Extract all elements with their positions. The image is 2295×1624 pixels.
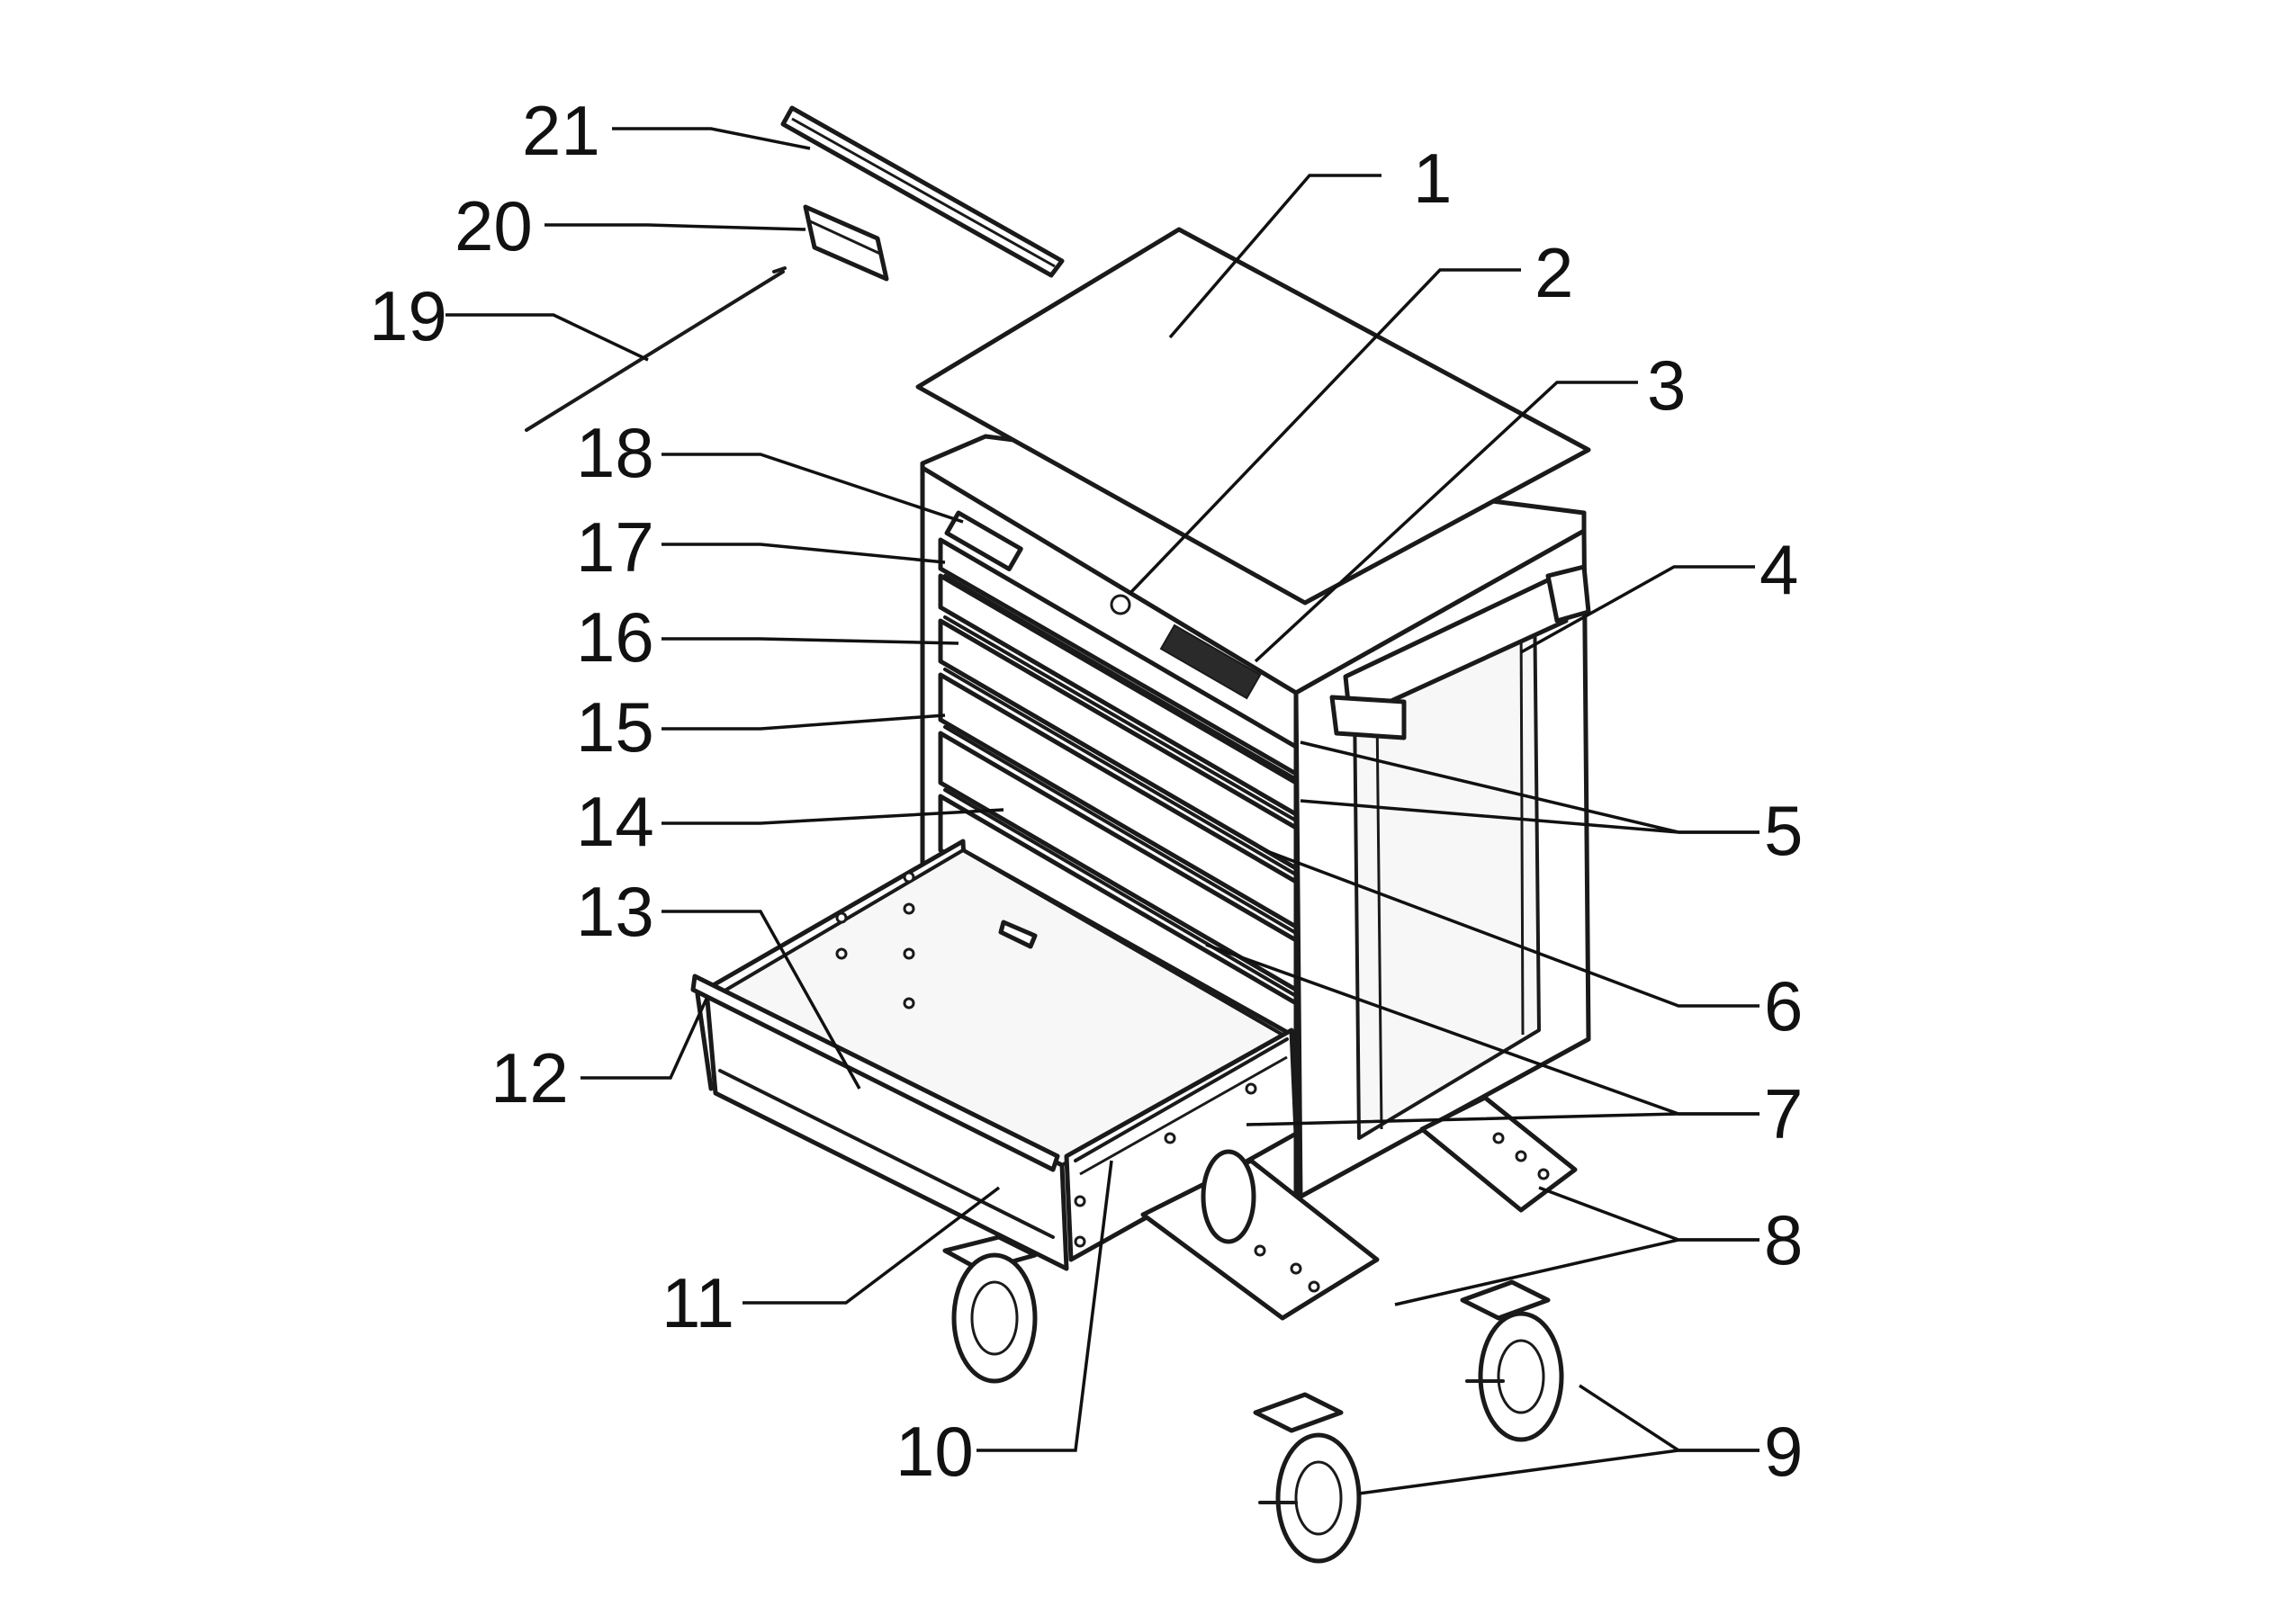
part-21-rail [780,105,1065,278]
part-4-side-handle [1329,564,1591,740]
callout-15: 15 [576,687,654,767]
open-drawer [690,839,1299,1271]
part-9-caster-left [1253,1392,1362,1564]
callout-12: 12 [490,1038,569,1117]
part-20-bracket [803,204,889,282]
callout-20: 20 [454,186,533,265]
callout-10: 10 [896,1412,974,1491]
callout-13: 13 [576,872,654,951]
part-8-base-plates [1140,1095,1578,1321]
caster-front-left [942,1234,1038,1384]
callout-21: 21 [522,91,600,170]
callout-9: 9 [1764,1412,1803,1491]
part-9-caster-right [1460,1279,1564,1442]
callout-19: 19 [369,276,447,355]
callout-1: 1 [1413,139,1452,218]
leader-lines [446,127,1760,1495]
callout-3: 3 [1647,345,1686,425]
callout-6: 6 [1764,966,1803,1045]
part-19-rod [525,266,787,432]
callout-17: 17 [576,507,654,587]
callout-5: 5 [1764,791,1803,870]
caster-back [1201,1149,1256,1244]
callout-2: 2 [1534,233,1573,312]
callout-7: 7 [1764,1074,1803,1153]
callout-8: 8 [1764,1200,1803,1279]
callout-14: 14 [576,782,654,861]
callout-11: 11 [662,1263,734,1342]
callout-18: 18 [576,413,654,492]
callout-labels: 1 2 3 4 5 6 7 8 9 10 11 12 13 14 15 16 1… [369,91,1803,1491]
callout-4: 4 [1760,530,1798,609]
callout-16: 16 [576,597,654,677]
